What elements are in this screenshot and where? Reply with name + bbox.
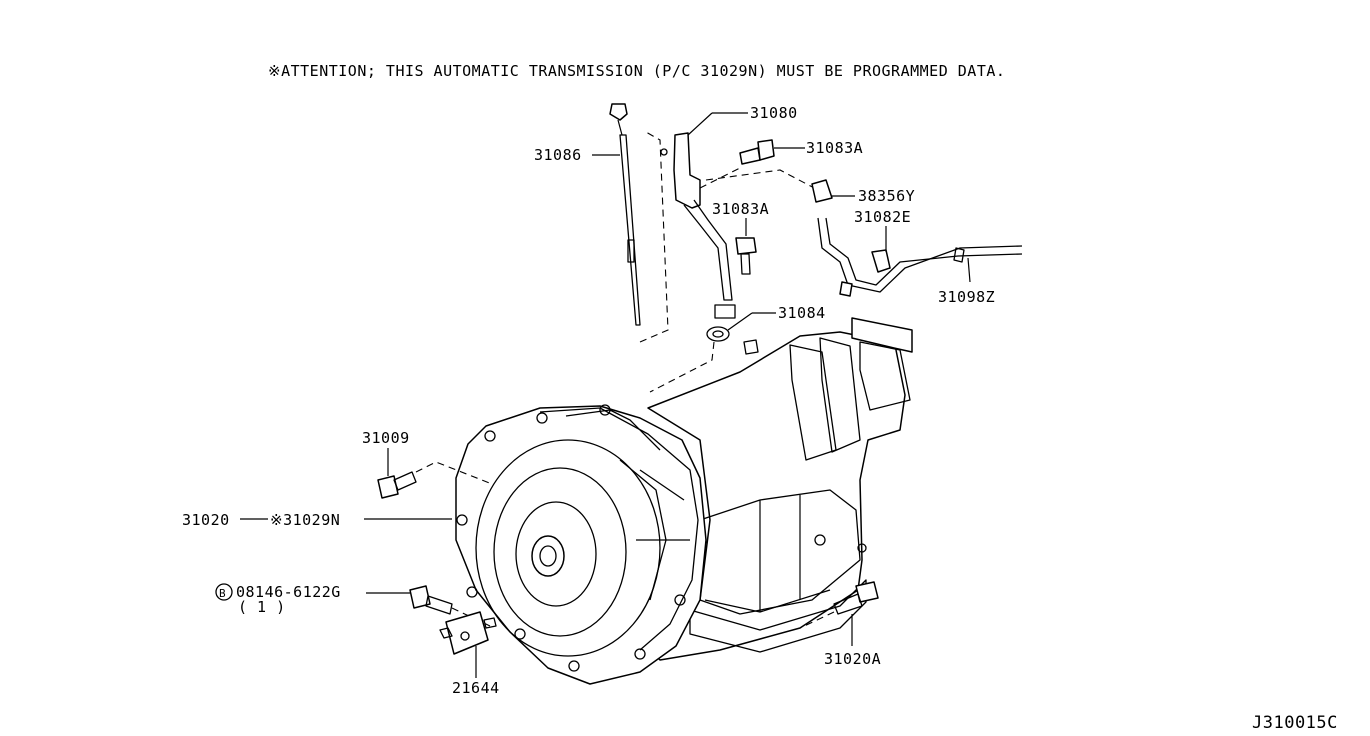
bolt-08146-6122g[interactable] [409, 585, 453, 615]
guide-31009 [415, 461, 493, 485]
leader-31080-a [687, 112, 713, 136]
dipstick-guide-line [639, 131, 669, 343]
label-38356y[interactable]: 38356Y [858, 187, 915, 205]
filler-tube-31080[interactable] [660, 132, 736, 319]
attention-note: ※ATTENTION; THIS AUTOMATIC TRANSMISSION … [268, 62, 1005, 80]
bolt-31020a[interactable] [833, 581, 879, 615]
bolt-31083a-mid[interactable] [735, 237, 757, 275]
label-31009[interactable]: 31009 [362, 429, 410, 447]
label-31020[interactable]: 31020 [182, 511, 230, 529]
label-21644[interactable]: 21644 [452, 679, 500, 697]
guide-31084 [649, 341, 715, 393]
guide-31020a [799, 611, 835, 629]
label-31082e[interactable]: 31082E [854, 208, 911, 226]
bolt-31083a-top[interactable] [739, 139, 775, 165]
bolt-31009[interactable] [377, 471, 417, 499]
label-08146-qty: ( 1 ) [238, 598, 286, 616]
label-31098z[interactable]: 31098Z [938, 288, 995, 306]
label-08146-6122g[interactable]: 08146-6122G [236, 583, 341, 601]
label-31020a[interactable]: 31020A [824, 650, 881, 668]
clip-38356y[interactable] [811, 179, 833, 203]
label-31080[interactable]: 31080 [750, 104, 798, 122]
o-ring-31084[interactable] [706, 326, 730, 342]
label-08146-prefix: B [219, 587, 226, 600]
bracket-21644[interactable] [439, 611, 497, 655]
label-31029n[interactable]: ※31029N [270, 511, 340, 529]
label-31083a-top[interactable]: 31083A [806, 139, 863, 157]
leader-31098z [967, 257, 971, 283]
transmission-assembly[interactable] [455, 317, 913, 685]
label-31083a-mid[interactable]: 31083A [712, 200, 769, 218]
label-31086[interactable]: 31086 [534, 146, 582, 164]
hose-clamp-31082e[interactable] [839, 249, 891, 297]
guide-31083a-top [699, 167, 741, 189]
guide-38356y [705, 169, 819, 191]
dipstick-31086[interactable] [609, 103, 641, 326]
oil-cooler-hose-31098z[interactable] [817, 217, 1023, 293]
leader-31084-a [727, 312, 753, 331]
diagram-code: J310015C [1252, 713, 1338, 733]
bolt-type-b-icon [215, 583, 233, 601]
label-31084[interactable]: 31084 [778, 304, 826, 322]
